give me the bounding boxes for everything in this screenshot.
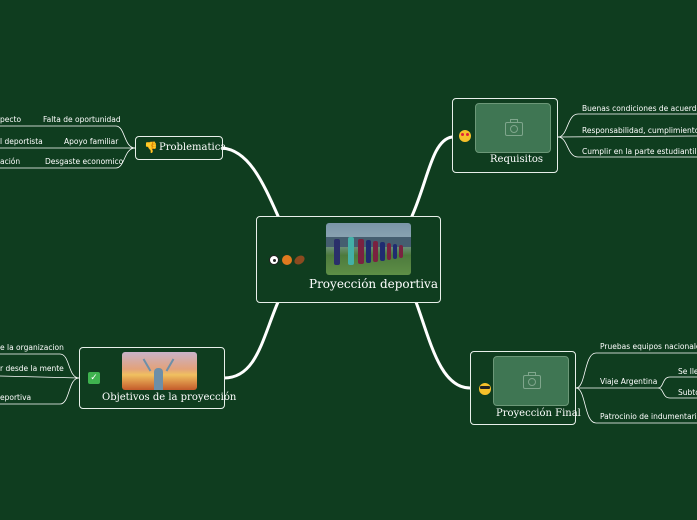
link-problematica	[220, 146, 280, 218]
problematica-leaf-3[interactable]: Desgaste economico	[45, 157, 124, 166]
sunglasses-face-icon	[479, 383, 491, 395]
problematica-node[interactable]: 👎 Problematica	[135, 136, 227, 160]
central-title: Proyección deportiva	[309, 277, 438, 291]
proyeccion-final-leaf-3[interactable]: Patrocinio de indumentarias	[600, 412, 697, 421]
problematica-leaf-2[interactable]: Apoyo familiar	[64, 137, 119, 146]
camera-icon	[523, 372, 541, 389]
proyeccion-final-sub-leaf-1[interactable]: Se lle	[678, 367, 697, 376]
football-icon	[292, 253, 307, 267]
objetivos-cut-leaf-3[interactable]: eportiva	[0, 393, 32, 402]
proyeccion-final-leaf-2[interactable]: Viaje Argentina	[600, 377, 658, 386]
proyeccion-final-node[interactable]: Proyección Final	[470, 351, 581, 425]
requisitos-leaf-3[interactable]: Cumplir en la parte estudiantil del	[582, 147, 697, 156]
basketball-icon	[282, 255, 292, 265]
requisitos-image-placeholder	[475, 103, 551, 153]
camera-icon	[505, 119, 523, 136]
objetivos-title: Objetivos de la proyección	[102, 392, 237, 403]
requisitos-node[interactable]: Requisitos	[452, 98, 558, 173]
link-proyeccion-final	[414, 300, 472, 390]
problematica-cut-leaf-1[interactable]: pecto	[0, 115, 22, 124]
link-requisitos	[410, 135, 454, 218]
sunset-celebration-photo	[122, 352, 197, 390]
proyeccion-final-leaf-1[interactable]: Pruebas equipos nacionales	[600, 342, 697, 351]
check-mark-icon: ✓	[88, 372, 100, 384]
team-lineup-photo	[326, 223, 411, 275]
thumbs-down-icon: 👎	[144, 141, 158, 154]
soccer-ball-icon	[269, 255, 279, 265]
problematica-cut-leaf-2[interactable]: l deportista	[0, 137, 43, 146]
requisitos-title: Requisitos	[490, 154, 543, 165]
problematica-cut-leaf-3[interactable]: ación	[0, 157, 21, 166]
proyeccion-final-image-placeholder	[493, 356, 569, 406]
problematica-title: Problematica	[159, 142, 227, 153]
link-objetivos	[222, 300, 280, 380]
requisitos-leaf-1[interactable]: Buenas condiciones de acuerdo a s	[582, 104, 697, 113]
objetivos-cut-leaf-2[interactable]: r desde la mente	[0, 364, 64, 373]
central-topic[interactable]: Proyección deportiva	[256, 216, 441, 303]
proyeccion-final-sub-leaf-2[interactable]: Subto	[678, 388, 697, 397]
problematica-leaf-1[interactable]: Falta de oportunidad	[43, 115, 121, 124]
proyeccion-final-title: Proyección Final	[496, 408, 581, 419]
heart-eyes-icon	[459, 130, 471, 142]
requisitos-leaf-2[interactable]: Responsabilidad, cumplimiento, est	[582, 126, 697, 135]
objetivos-cut-leaf-1[interactable]: e la organizacion	[0, 343, 64, 352]
objetivos-node[interactable]: ✓ Objetivos de la proyección	[79, 347, 236, 409]
